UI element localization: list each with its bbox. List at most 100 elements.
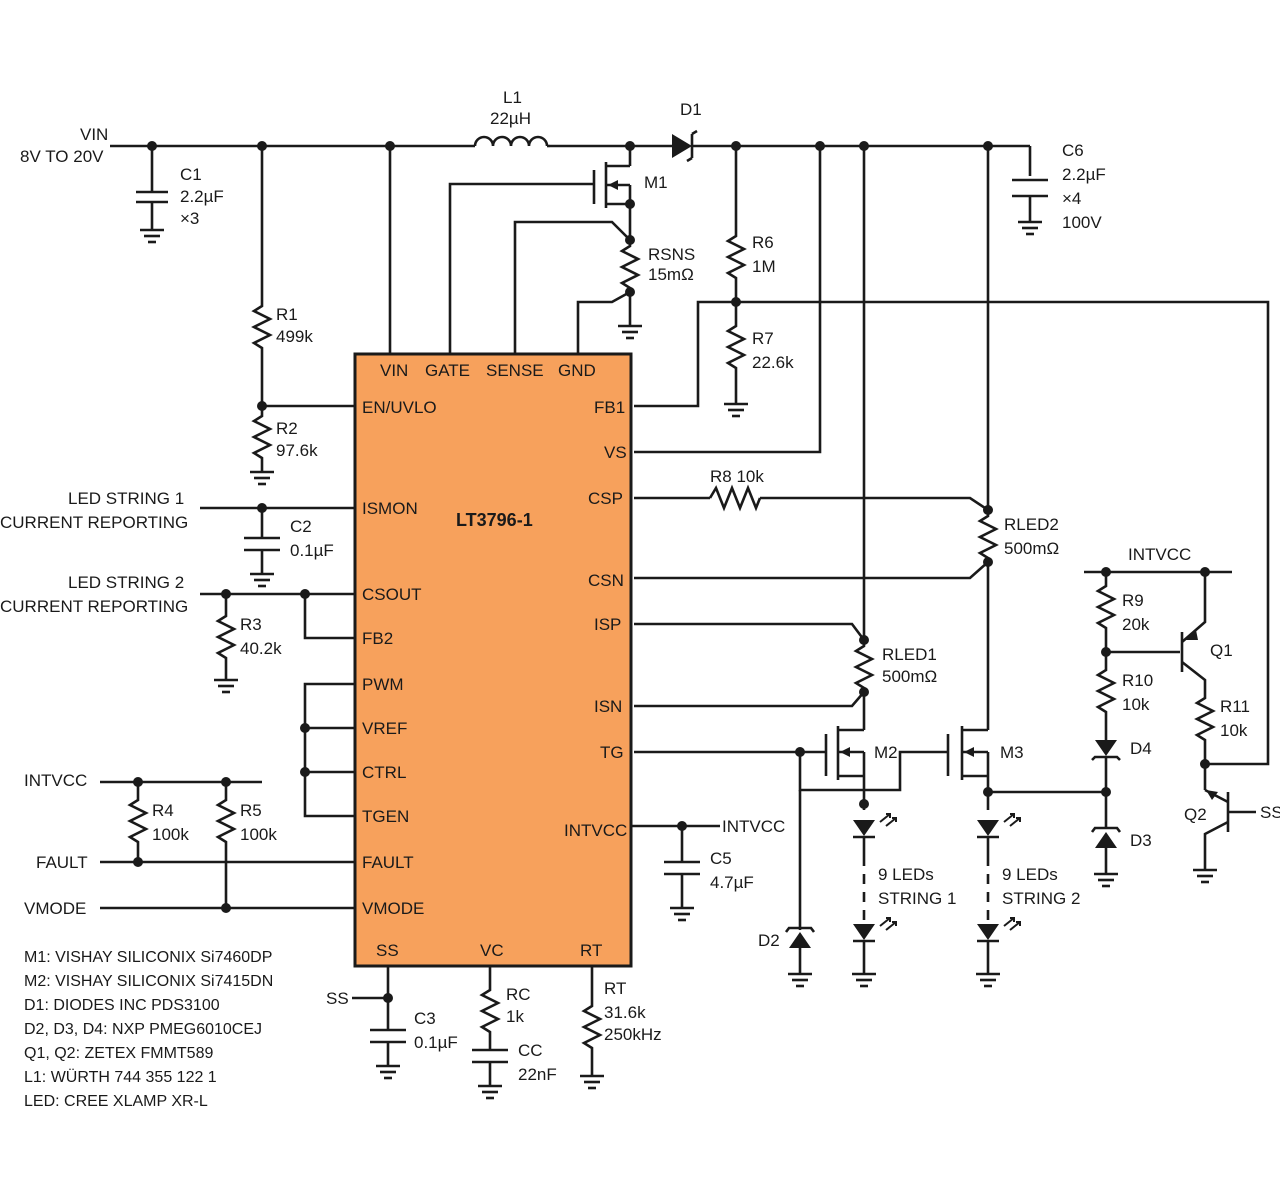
q2-label: Q2 (1184, 805, 1207, 824)
rled1-value: 500mΩ (882, 667, 937, 686)
leds1-count: 9 LEDs (878, 865, 934, 884)
rled2-value: 500mΩ (1004, 539, 1059, 558)
rc-label: RC (506, 985, 531, 1004)
c1-value: 2.2µF (180, 187, 224, 206)
pwm-vref-ctrl-tie (300, 682, 355, 818)
r1-label: R1 (276, 305, 298, 324)
m3-label: M3 (1000, 743, 1024, 762)
note-line: D2, D3, D4: NXP PMEG6010CEJ (24, 1021, 262, 1038)
diode-d2: D2 (758, 790, 816, 988)
rled1-label: RLED1 (882, 645, 937, 664)
fault-detect-network: INTVCC R9 20k R10 10k D4 D3 Q1 R11 10k (1084, 545, 1280, 888)
rsns-label: RSNS (648, 245, 695, 264)
vin-label: VIN (80, 125, 108, 144)
r5-value: 100k (240, 825, 277, 844)
pin-rt: RT (580, 941, 602, 960)
led1-report-a: LED STRING 1 (68, 489, 184, 508)
c6-value: 2.2µF (1062, 165, 1106, 184)
l1-value: 22µH (490, 109, 531, 128)
ismon-network: LED STRING 1 CURRENT REPORTING C2 0.1µF (0, 489, 355, 588)
rc-value: 1k (506, 1007, 524, 1026)
note-line: D1: DIODES INC PDS3100 (24, 997, 220, 1014)
pin-vc: VC (480, 941, 504, 960)
r11-value: 10k (1220, 721, 1248, 740)
l1-label: L1 (503, 88, 522, 107)
pin-ctrl: CTRL (362, 763, 406, 782)
pin-tg: TG (600, 743, 624, 762)
r6-value: 1M (752, 257, 776, 276)
d2-label: D2 (758, 931, 780, 950)
rt-value: 31.6k (604, 1003, 646, 1022)
r9-value: 20k (1122, 615, 1150, 634)
mosfet-m3: M3 (864, 726, 1108, 810)
capacitor-c1: C1 2.2µF ×3 (134, 141, 224, 244)
capacitor-c5: INTVCC C5 4.7µF (631, 817, 785, 922)
pin-vmode: VMODE (362, 899, 424, 918)
r1-value: 499k (276, 327, 313, 346)
r5-label: R5 (240, 801, 262, 820)
r9-label: R9 (1122, 591, 1144, 610)
pin-gnd: GND (558, 361, 596, 380)
resistor-rsns: RSNS 15mΩ (513, 220, 695, 354)
pin-gate: GATE (425, 361, 470, 380)
diode-d1: D1 (672, 100, 712, 163)
vc-compensation: RC 1k CC 22nF (472, 966, 557, 1100)
rt-resistor: RT 31.6k 250kHz (578, 966, 662, 1090)
led2-report-b: CURRENT REPORTING (0, 597, 188, 616)
rt-frequency: 250kHz (604, 1025, 662, 1044)
r3-label: R3 (240, 615, 262, 634)
pin-en: EN/UVLO (362, 398, 437, 417)
d3-label: D3 (1130, 831, 1152, 850)
r7-value: 22.6k (752, 353, 794, 372)
pin-vs: VS (604, 443, 627, 462)
led2-report-a: LED STRING 2 (68, 573, 184, 592)
pin-fault: FAULT (362, 853, 414, 872)
pin-intvcc: INTVCC (564, 821, 627, 840)
fault-vmode-pullups: INTVCC FAULT VMODE R4 100k R5 100k (24, 771, 355, 918)
led-string-2: 9 LEDs STRING 2 (974, 812, 1080, 988)
chip-name: LT3796-1 (456, 510, 533, 530)
r2-value: 97.6k (276, 441, 318, 460)
pin-csout: CSOUT (362, 585, 422, 604)
cc-label: CC (518, 1041, 543, 1060)
capacitor-c6: C6 2.2µF ×4 100V (1012, 141, 1106, 236)
mosfet-m1: M1 (448, 141, 668, 354)
intvcc-right-label: INTVCC (722, 817, 785, 836)
led1-report-b: CURRENT REPORTING (0, 513, 188, 532)
c5-label: C5 (710, 849, 732, 868)
vin-range: 8V TO 20V (20, 147, 104, 166)
r2-label: R2 (276, 419, 298, 438)
note-line: M2: VISHAY SILICONIX Si7415DN (24, 973, 273, 990)
capacitor-c3: SS C3 0.1µF (326, 966, 458, 1080)
inductor-l1: L1 22µH (473, 88, 550, 148)
note-line: L1: WÜRTH 744 355 122 1 (24, 1068, 217, 1086)
csout-network: LED STRING 2 CURRENT REPORTING R3 40.2k (0, 573, 355, 694)
r10-value: 10k (1122, 695, 1150, 714)
pin-tgen: TGEN (362, 807, 409, 826)
ss-label: SS (326, 989, 349, 1008)
pin-ismon: ISMON (362, 499, 418, 518)
r7-label: R7 (752, 329, 774, 348)
m1-label: M1 (644, 173, 668, 192)
mosfet-m2: M2 (634, 726, 898, 810)
r4-value: 100k (152, 825, 189, 844)
c5-value: 4.7µF (710, 873, 754, 892)
pin-pwm: PWM (362, 675, 404, 694)
rled1-sense: RLED1 500mΩ (634, 141, 937, 730)
leds1-name: STRING 1 (878, 889, 956, 908)
pin-csn: CSN (588, 571, 624, 590)
lt3796-chip (353, 352, 633, 968)
r3-value: 40.2k (240, 639, 282, 658)
rled2-sense: R8 10k RLED2 500mΩ (634, 141, 1059, 730)
c6-label: C6 (1062, 141, 1084, 160)
c2-value: 0.1µF (290, 541, 334, 560)
intvcc-q-label: INTVCC (1128, 545, 1191, 564)
c3-label: C3 (414, 1009, 436, 1028)
c6-count: ×4 (1062, 189, 1081, 208)
note-line: M1: VISHAY SILICONIX Si7460DP (24, 949, 272, 966)
c3-value: 0.1µF (414, 1033, 458, 1052)
note-line: Q1, Q2: ZETEX FMMT589 (24, 1045, 213, 1062)
pin-vref: VREF (362, 719, 407, 738)
pin-isp: ISP (594, 615, 621, 634)
